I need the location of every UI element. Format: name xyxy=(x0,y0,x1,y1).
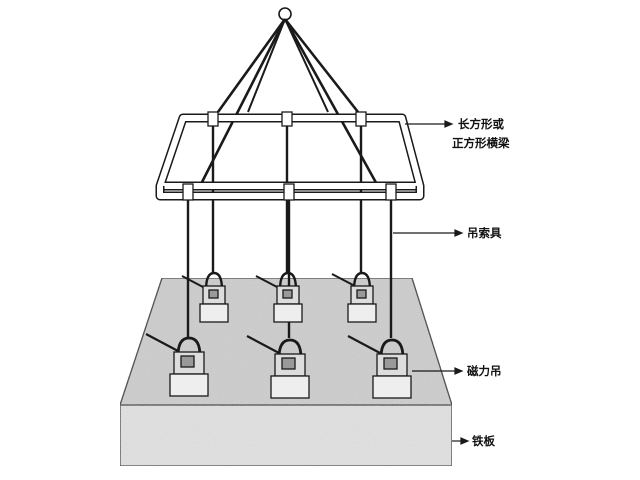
lifting-magnets xyxy=(145,271,412,399)
magnet-rear-center xyxy=(255,271,303,323)
magnet-rear-right xyxy=(331,271,377,323)
magnet-callout-arrow xyxy=(412,367,464,375)
sling-callout-arrow xyxy=(393,229,464,237)
frame-callout-arrow xyxy=(405,120,454,128)
master-ring xyxy=(278,7,292,21)
beam-frame xyxy=(155,111,425,201)
callout-arrows xyxy=(393,120,470,445)
magnet-front-left xyxy=(145,333,209,397)
magnet-rear-left xyxy=(181,271,229,323)
sling-label: 吊索具 xyxy=(467,226,502,240)
plate-front-face xyxy=(119,404,453,467)
plate-callout-arrow xyxy=(452,437,470,445)
frame-label-line2: 正方形横梁 xyxy=(452,136,510,150)
magnet-label: 磁力吊 xyxy=(467,364,502,378)
magnet-front-right xyxy=(347,335,412,399)
frame-label-line1: 长方形或 xyxy=(458,117,504,131)
plate-label: 铁板 xyxy=(472,434,495,448)
magnet-front-center xyxy=(246,335,310,399)
sling-ropes xyxy=(186,7,393,338)
